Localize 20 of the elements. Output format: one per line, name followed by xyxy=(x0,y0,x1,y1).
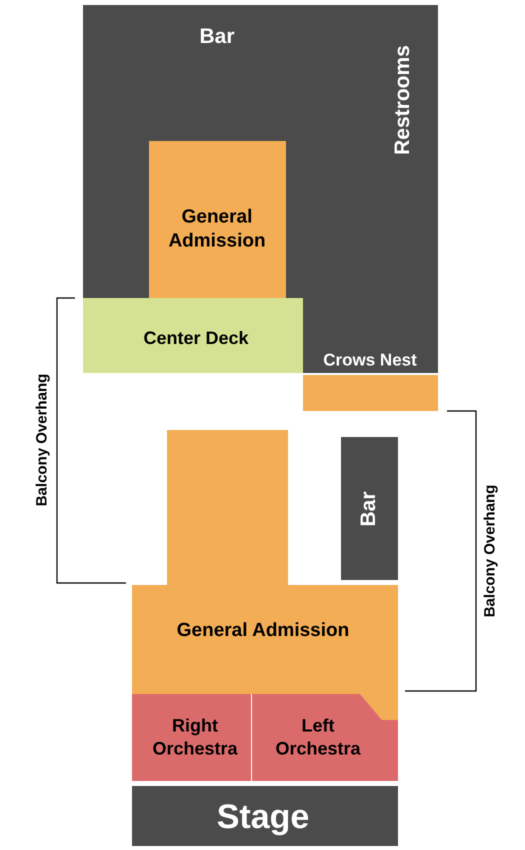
section-label: Crows Nest xyxy=(322,349,418,371)
seating-section xyxy=(252,694,398,781)
section-label: Stage xyxy=(216,796,310,838)
section-label: Right Orchestra xyxy=(151,714,239,760)
overhang-label: Balcony Overhang xyxy=(34,374,50,506)
seating-section xyxy=(303,375,438,411)
section-label: General Admission xyxy=(176,619,350,643)
seating-section xyxy=(83,298,303,373)
seating-section xyxy=(132,694,251,781)
section-label: General Admission xyxy=(167,205,267,253)
stage xyxy=(132,786,398,846)
seating-section xyxy=(132,430,398,720)
section-label: Restrooms xyxy=(390,44,415,157)
section-label: Center Deck xyxy=(142,326,250,350)
bar-area xyxy=(341,437,398,580)
section-label: Left Orchestra xyxy=(274,714,362,760)
section-label: Bar xyxy=(198,24,236,50)
overhang-label: Balcony Overhang xyxy=(482,484,498,618)
section-label: Bar xyxy=(356,490,381,529)
seating-section xyxy=(149,141,286,298)
